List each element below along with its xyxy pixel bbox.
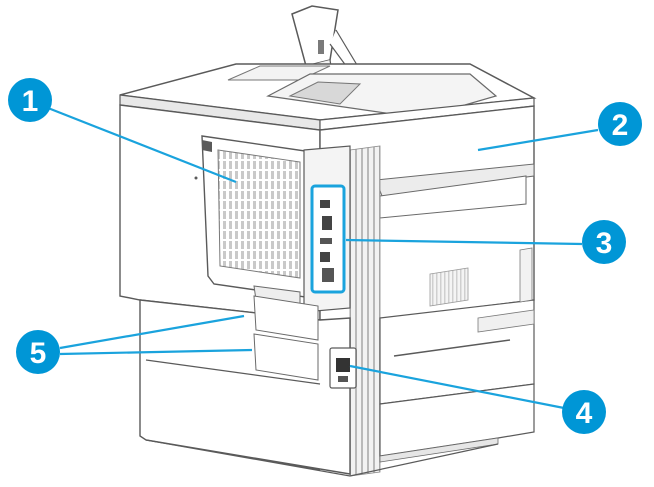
leader-line-4	[349, 364, 565, 410]
leader-lines	[47, 106, 599, 410]
serial-label-top	[253, 295, 319, 341]
callout-number: 2	[612, 109, 629, 142]
interface-ports-panel	[303, 145, 351, 313]
callout-1: 1	[8, 78, 52, 122]
callout-circle	[582, 220, 626, 264]
leader-line-3	[345, 238, 583, 246]
leader-line-5a	[59, 314, 245, 350]
callout-number: 4	[576, 397, 593, 430]
lower-rear-panel	[139, 285, 351, 475]
tray-section	[379, 247, 535, 463]
callout-number: 1	[22, 85, 39, 118]
callout-circle	[16, 330, 60, 374]
rear-door	[201, 135, 313, 299]
callout-circle	[8, 78, 52, 122]
corner-vent-strip	[349, 145, 381, 477]
callout-4: 4	[562, 390, 606, 434]
serial-label-bottom	[253, 333, 319, 381]
base-outline	[145, 439, 499, 477]
callout-5: 5	[16, 330, 60, 374]
leader-line-1	[47, 106, 237, 184]
printer-top	[119, 63, 537, 131]
power-connection	[329, 347, 357, 389]
callout-number: 5	[30, 337, 47, 370]
callout-circle	[562, 390, 606, 434]
callout-circle	[598, 102, 642, 146]
leader-line-2	[477, 128, 599, 152]
leader-line-5b	[59, 348, 253, 356]
callout-2: 2	[598, 102, 642, 146]
callout-3: 3	[582, 220, 626, 264]
callout-number: 3	[596, 227, 613, 260]
